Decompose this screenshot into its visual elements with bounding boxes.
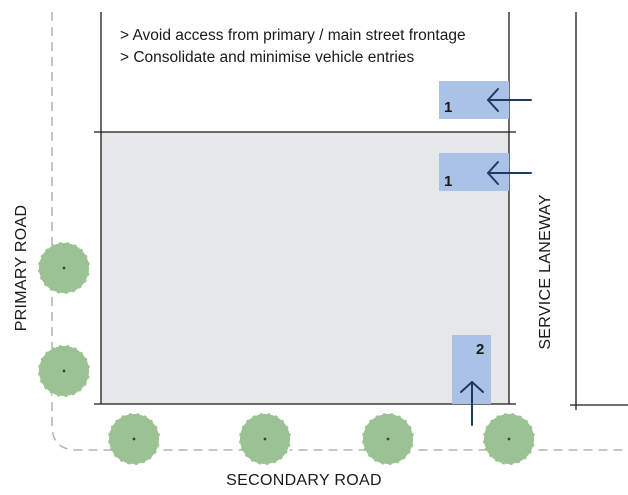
tree-canopy-icon	[37, 241, 91, 295]
site-boundaries	[94, 12, 628, 410]
tree-canopy-icon	[361, 412, 415, 466]
secondary-road-label: SECONDARY ROAD	[226, 472, 382, 489]
service-laneway-label: SERVICE LANEWAY	[537, 194, 554, 350]
arrow-icon	[460, 381, 484, 426]
tree-canopy-icon	[238, 412, 292, 466]
primary-road-label: PRIMARY ROAD	[13, 204, 30, 332]
kerb-dashed-line	[51, 12, 628, 451]
entry-number-label: 1	[444, 99, 453, 116]
arrow-icon	[487, 88, 532, 112]
entry-number-label: 2	[476, 341, 485, 358]
guideline-note: > Avoid access from primary / main stree…	[120, 27, 466, 44]
tree-canopy-icon	[37, 344, 91, 398]
guideline-note: > Consolidate and minimise vehicle entri…	[120, 49, 415, 66]
tree-canopy-icon	[482, 412, 536, 466]
tree-canopy-icon	[107, 412, 161, 466]
entry-number-label: 1	[444, 173, 453, 190]
arrow-icon	[487, 161, 532, 185]
